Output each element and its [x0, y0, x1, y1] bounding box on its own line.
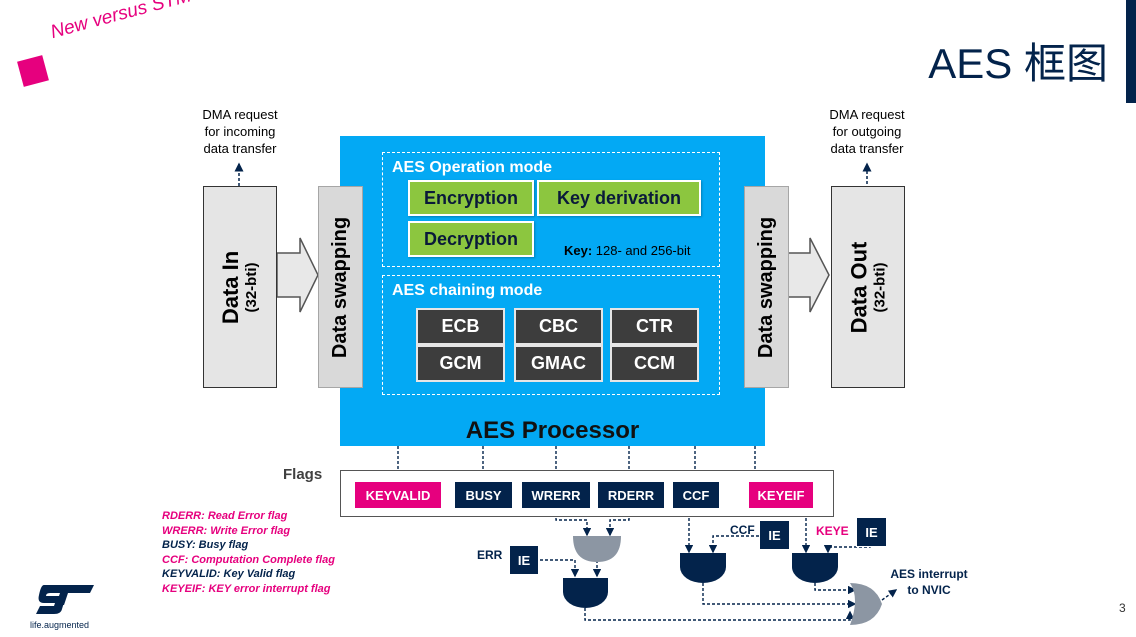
or-gate-errors [573, 536, 621, 562]
and-gate-keye [792, 553, 838, 583]
flag-busy: BUSY [455, 482, 512, 508]
flags-label: Flags [283, 466, 323, 483]
mode-encryption: Encryption [408, 180, 534, 216]
ccf-gate-label: CCF [730, 523, 755, 537]
or-gate-interrupt [850, 583, 882, 625]
err-label: ERR [477, 548, 503, 562]
flag-keyvalid: KEYVALID [355, 482, 441, 508]
operation-mode-title: AES Operation mode [392, 159, 553, 176]
flag-keyeif: KEYEIF [749, 482, 813, 508]
data-out-width: (32-bti) [871, 262, 889, 312]
page-number: 3 [1119, 601, 1126, 615]
keye-label: KEYE [816, 524, 849, 538]
st-logo-icon [36, 585, 94, 614]
flag-ccf: CCF [673, 482, 719, 508]
keye-ie-box: IE [856, 517, 887, 547]
operation-mode-group [382, 152, 720, 267]
err-ie-box: IE [509, 545, 539, 575]
chain-ccm: CCM [610, 345, 699, 382]
data-out-arrow [787, 237, 830, 313]
chain-ecb: ECB [416, 308, 505, 345]
data-in-title: Data In [218, 250, 244, 324]
and-gate-ccf [680, 553, 726, 583]
chaining-mode-group [382, 275, 720, 395]
st-tagline: life.augmented [30, 620, 90, 630]
flag-wrerr: WRERR [522, 482, 590, 508]
data-in-box: Data In (32-bti) [203, 186, 277, 388]
chaining-mode-title: AES chaining mode [392, 282, 543, 299]
data-swapping-out: Data swapping [744, 186, 789, 388]
data-in-arrow [276, 237, 319, 313]
chain-gcm: GCM [416, 345, 505, 382]
header-accent-bar [1126, 0, 1136, 103]
page-title: AES 框图 [928, 40, 1108, 87]
data-in-width: (32-bti) [243, 262, 261, 313]
chain-gmac: GMAC [514, 345, 603, 382]
key-size-label: Key: 128- and 256-bit [564, 243, 691, 258]
data-out-title: Data Out [846, 241, 872, 333]
and-gate-err [563, 578, 608, 608]
flag-rderr: RDERR [598, 482, 664, 508]
data-swapping-in: Data swapping [318, 186, 363, 388]
ccf-ie-box: IE [759, 520, 790, 550]
flags-legend: RDERR: Read Error flag WRERR: Write Erro… [162, 510, 335, 595]
chain-ctr: CTR [610, 308, 699, 345]
mode-key-derivation: Key derivation [537, 180, 701, 216]
mode-decryption: Decryption [408, 221, 534, 257]
aes-processor-label: AES Processor [465, 417, 640, 444]
chain-cbc: CBC [514, 308, 603, 345]
data-out-box: Data Out (32-bti) [831, 186, 905, 388]
